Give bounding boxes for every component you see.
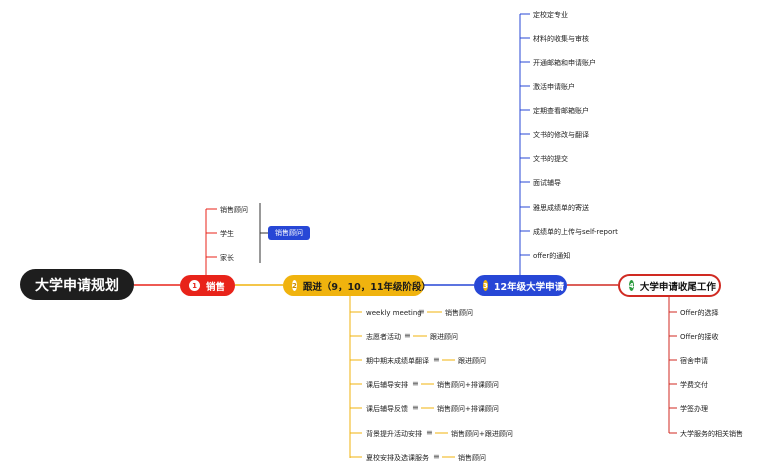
close-item[interactable]: Offer的接收 bbox=[680, 333, 719, 341]
note-icon[interactable]: ≡ bbox=[426, 428, 433, 437]
follow-item[interactable]: 志愿者活动 bbox=[366, 333, 401, 341]
note-icon[interactable]: ≡ bbox=[433, 355, 440, 364]
follow-note[interactable]: 销售顾问+跟进顾问 bbox=[451, 430, 513, 438]
follow-note[interactable]: 跟进顾问 bbox=[458, 357, 486, 365]
note-icon[interactable]: ≡ bbox=[412, 403, 419, 412]
sales-summary-tag[interactable]: 销售顾问 bbox=[268, 226, 310, 240]
grade12-item[interactable]: 材料的收集与审核 bbox=[533, 35, 589, 43]
follow-note[interactable]: 销售顾问+排课顾问 bbox=[437, 381, 499, 389]
grade12-item[interactable]: 文书的修改与翻译 bbox=[533, 131, 589, 139]
follow-note[interactable]: 销售顾问+排课顾问 bbox=[437, 405, 499, 413]
follow-note[interactable]: 销售顾问 bbox=[458, 454, 486, 462]
close-item[interactable]: 大学服务的相关销售 bbox=[680, 430, 743, 438]
branch-sales[interactable]: 1 销售 bbox=[180, 275, 235, 296]
follow-number-badge: 2 bbox=[292, 280, 297, 291]
close-item[interactable]: 学费交付 bbox=[680, 381, 708, 389]
follow-label: 跟进（9，10，11年级阶段） bbox=[302, 281, 431, 293]
grade12-label: 12年级大学申请 bbox=[493, 281, 565, 293]
note-icon[interactable]: ≡ bbox=[404, 331, 411, 340]
branch-closing[interactable]: 4 大学申请收尾工作 bbox=[618, 274, 721, 297]
follow-item[interactable]: weekly meeting bbox=[366, 309, 422, 317]
follow-item[interactable]: 课后辅导安排 bbox=[366, 381, 408, 389]
branch-grade12[interactable]: 3 12年级大学申请 bbox=[474, 275, 567, 296]
sales-number-badge: 1 bbox=[189, 280, 200, 291]
grade12-number-badge: 3 bbox=[483, 280, 488, 291]
grade12-item[interactable]: 定期查看邮箱账户 bbox=[533, 107, 589, 115]
grade12-item[interactable]: 开通邮箱和申请账户 bbox=[533, 59, 596, 67]
root-title: 大学申请规划 bbox=[35, 277, 119, 294]
close-number-badge: 4 bbox=[629, 280, 634, 291]
close-item[interactable]: 学签办理 bbox=[680, 405, 708, 413]
note-icon[interactable]: ≡ bbox=[433, 452, 440, 461]
sales-child[interactable]: 学生 bbox=[220, 230, 234, 238]
root-node[interactable]: 大学申请规划 bbox=[20, 269, 134, 300]
note-icon[interactable]: ≡ bbox=[412, 379, 419, 388]
follow-item[interactable]: 课后辅导反馈 bbox=[366, 405, 408, 413]
close-item[interactable]: 宿舍申请 bbox=[680, 357, 708, 365]
grade12-item[interactable]: 面试辅导 bbox=[533, 179, 561, 187]
branch-follow-up[interactable]: 2 跟进（9，10，11年级阶段） bbox=[283, 275, 431, 296]
sales-label: 销售 bbox=[206, 281, 226, 293]
follow-note[interactable]: 销售顾问 bbox=[445, 309, 473, 317]
grade12-item[interactable]: 成绩单的上传与self-report bbox=[533, 228, 618, 236]
close-label: 大学申请收尾工作 bbox=[639, 281, 716, 293]
close-item[interactable]: Offer的选择 bbox=[680, 309, 719, 317]
grade12-item[interactable]: 激活申请账户 bbox=[533, 83, 575, 91]
follow-item[interactable]: 夏校安排及选课服务 bbox=[366, 454, 429, 462]
follow-item[interactable]: 背景提升活动安排 bbox=[366, 430, 422, 438]
grade12-item[interactable]: offer的通知 bbox=[533, 252, 571, 260]
follow-item[interactable]: 期中期末成绩单翻译 bbox=[366, 357, 429, 365]
note-icon[interactable]: ≡ bbox=[418, 307, 425, 316]
grade12-item[interactable]: 雅思成绩单的寄送 bbox=[533, 204, 589, 212]
grade12-item[interactable]: 定校定专业 bbox=[533, 11, 568, 19]
sales-child[interactable]: 家长 bbox=[220, 254, 234, 262]
sales-child[interactable]: 销售顾问 bbox=[220, 206, 248, 214]
grade12-item[interactable]: 文书的提交 bbox=[533, 155, 568, 163]
follow-note[interactable]: 跟进顾问 bbox=[430, 333, 458, 341]
